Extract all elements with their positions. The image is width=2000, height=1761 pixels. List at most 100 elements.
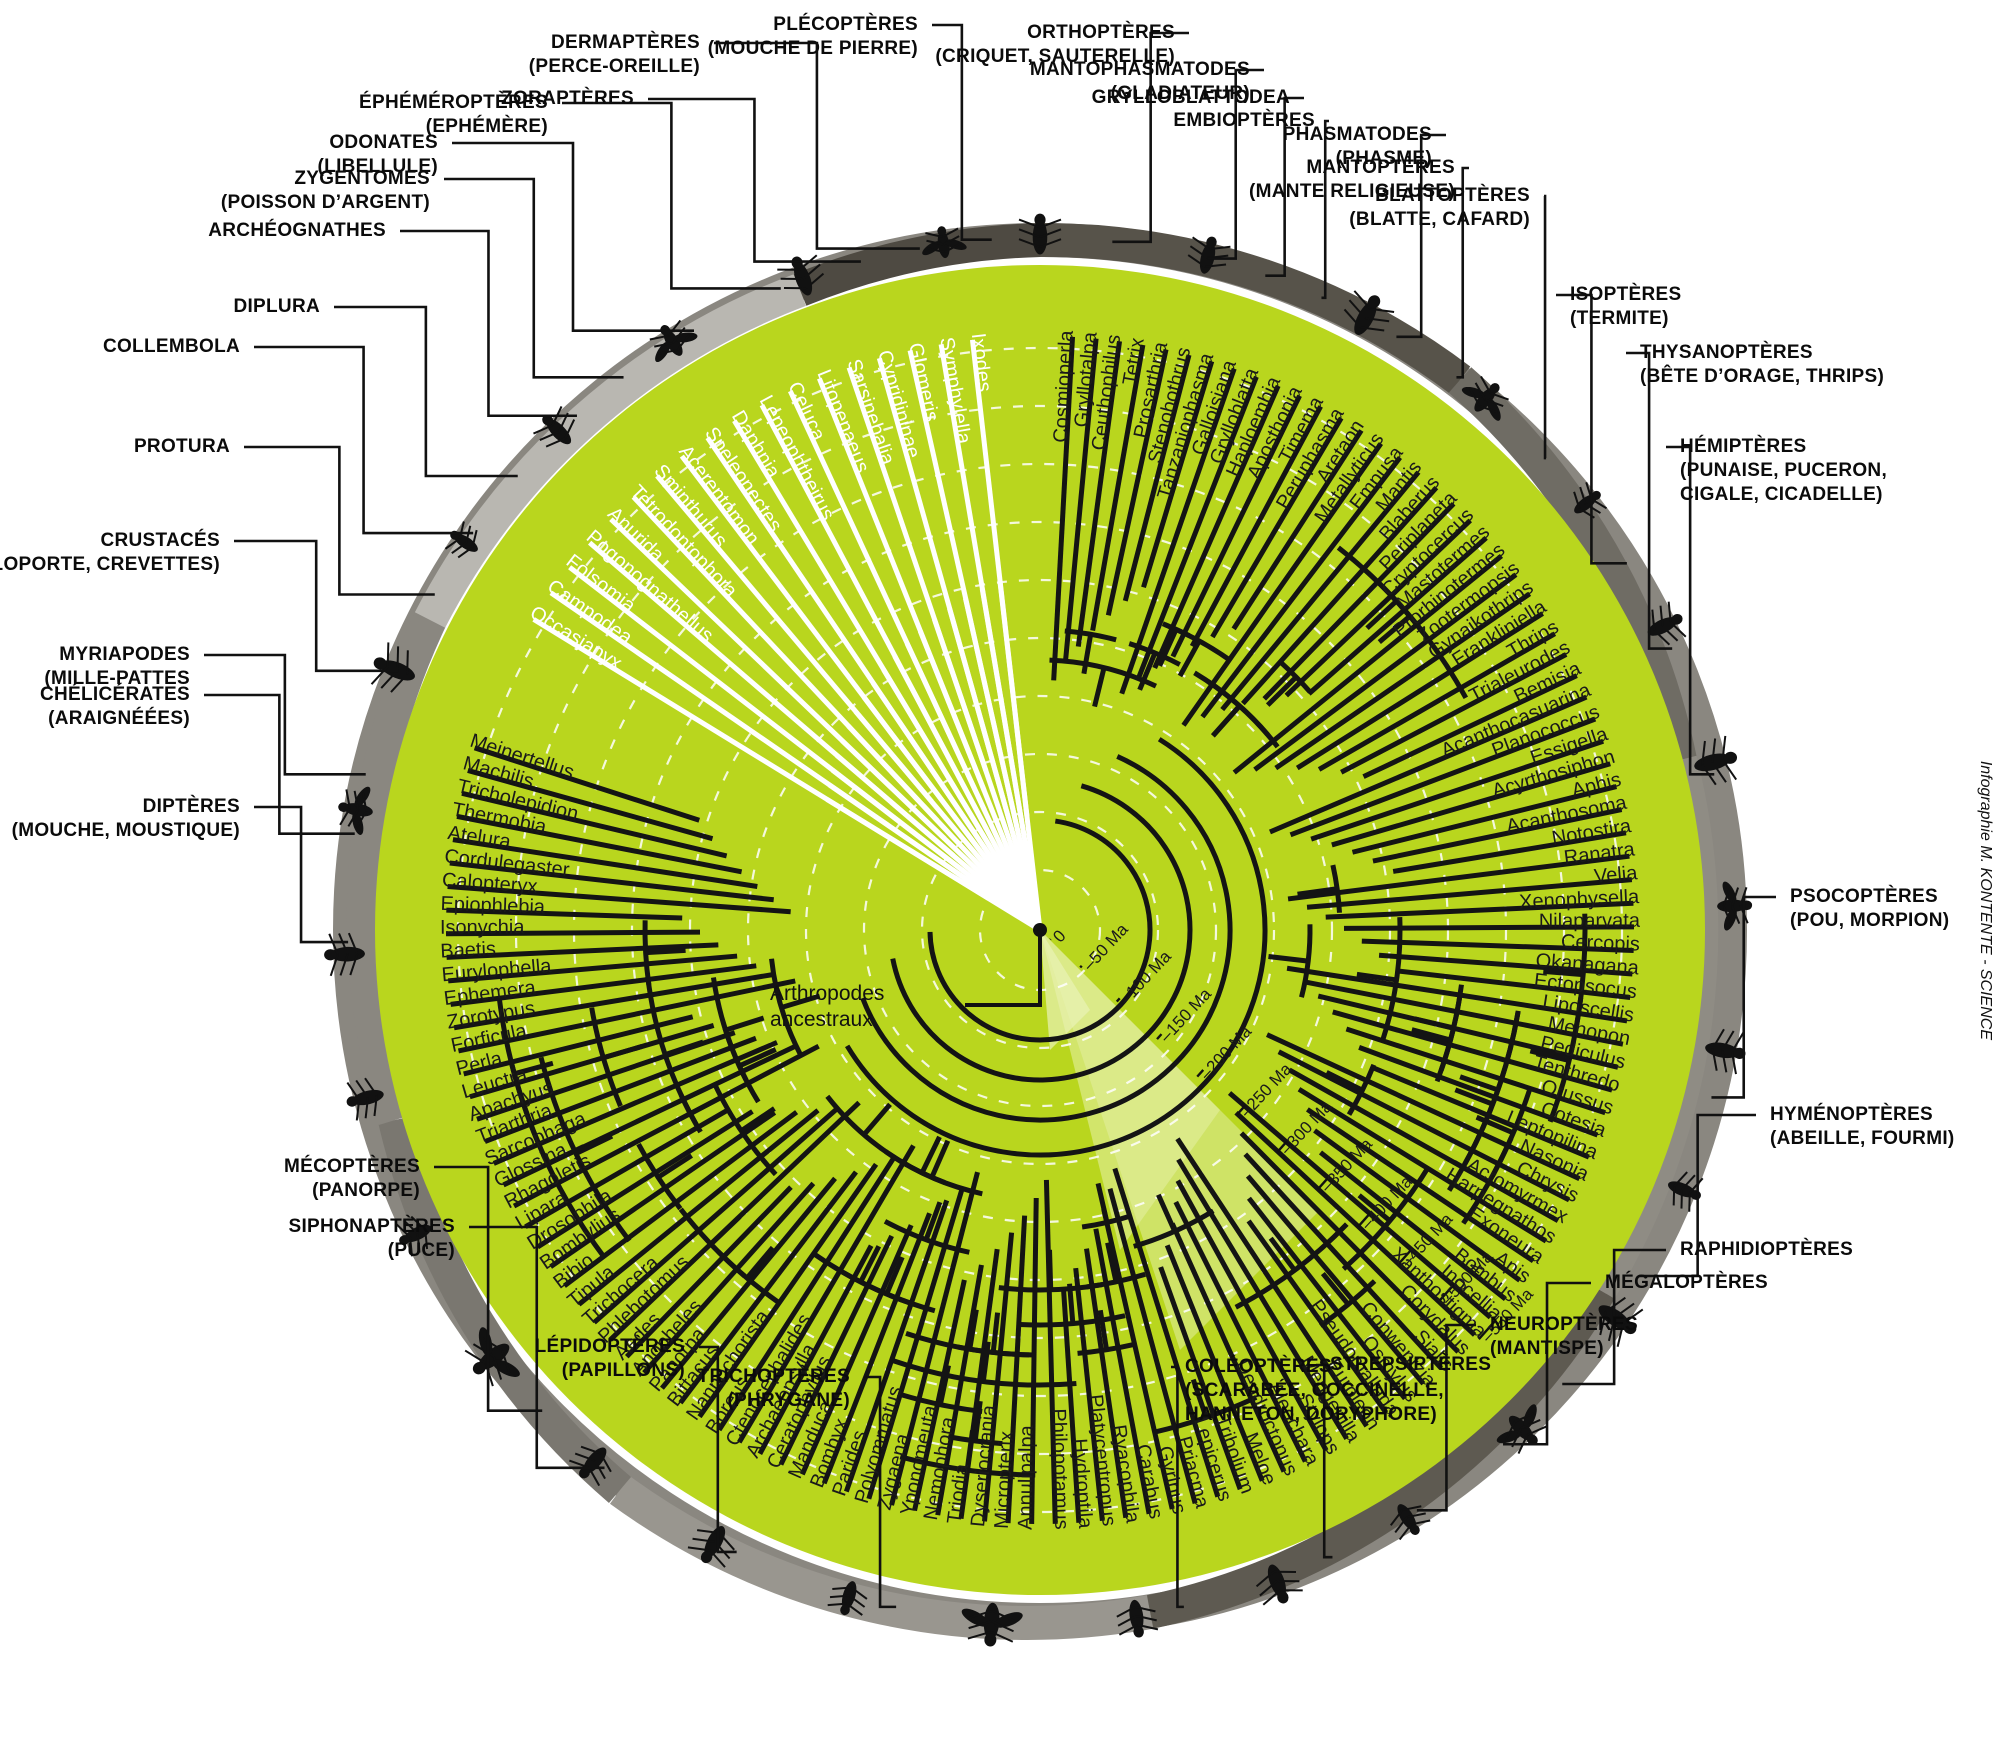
insect-silhouette [1116,1599,1159,1638]
leader-trichopteres [864,1375,897,1609]
clade-stem [656,1153,694,1180]
branch [1302,979,1624,1047]
leader-coleopteres [1171,1365,1184,1609]
time-tick [1437,1283,1455,1303]
branch [912,1279,967,1512]
branch [800,1224,914,1476]
time-tick [1156,1033,1163,1040]
time-tick [1397,1248,1413,1265]
clade-stem [745,1245,775,1280]
clade-stem [1377,614,1412,644]
clade-stem [709,1214,742,1247]
branch [446,942,719,960]
callout-thysanopteres-common: (BÊTE D’ORAGE, THRIPS) [1640,365,1884,387]
time-tick [1477,1319,1497,1340]
branch [1243,1152,1443,1370]
branch [1265,1032,1581,1181]
clade-arc [1318,1279,1377,1328]
branch [1345,1026,1606,1116]
root-label-line1: Arthropodes [770,982,884,1005]
callout-myriapodes-common: (MILLE-PATTES [44,668,190,689]
callout-zygentomes-common: (POISSON D’ARGENT) [221,192,430,213]
branch [1241,485,1439,706]
insect-silhouette [444,521,478,559]
branch [1378,952,1633,977]
callout-dipteres: DIPTÈRES [143,795,240,817]
leader-crustaces [234,539,399,673]
clade-arc [711,1081,778,1177]
clade-stem [980,1341,991,1382]
clade-stem [1325,1070,1364,1093]
clade-arc [898,1158,946,1185]
branch [1175,1137,1369,1428]
taxon-label: Nilaparvata [1539,910,1641,933]
time-gridlines [456,346,1624,1514]
leader-neuropteres [1416,1323,1476,1512]
backbone-arc [890,783,1193,1083]
taxon-label: Philopotamus [1047,1408,1072,1530]
callout-odonates: ODONATES [329,132,438,153]
basal-branch [979,588,1043,931]
branch [473,745,701,823]
callout-siphonapteres: SIPHONAPTÈRES [289,1215,456,1237]
branch [1361,938,1634,953]
leader-dipteres [254,805,349,944]
clade-stem [1320,1271,1351,1307]
branch [536,1109,754,1250]
branch [958,1248,1000,1520]
clade-arc [899,1454,1036,1478]
taxon-label: Cercopis [1561,931,1641,956]
clade-arc [769,958,803,1055]
clade-stem [1265,675,1298,707]
taxon-label: Velia [1593,862,1639,888]
callout-dipteres-common: (MOUCHE, MOUSTIQUE) [12,820,240,841]
branch [1189,405,1323,648]
callout-trichopteres: TRICHOPTÈRES [698,1365,850,1387]
leader-diplura [334,305,518,478]
time-tick [1276,1140,1288,1153]
clade-stem [1067,1283,1076,1324]
branch [1176,1158,1349,1441]
branch [1372,807,1623,864]
branch [697,1162,879,1419]
branch [1331,761,1611,848]
callout-hemipteres: HÉMIPTÈRES [1680,435,1807,457]
time-tick [1079,964,1083,969]
time-tick [1115,997,1121,1003]
clade-stem [1414,1016,1455,1031]
branch [678,1170,858,1405]
leader-zorapteres [648,97,861,263]
callout-embiopteres: EMBIOPTÈRES [1173,109,1315,131]
clade-stem [967,1309,979,1350]
insect-silhouette [1389,1504,1431,1541]
branch [821,1212,932,1485]
clade-stem [929,1139,951,1179]
clade-stem [1081,633,1094,675]
branch [778,1234,894,1466]
branch [1090,344,1146,632]
leader-hymenopteres [1639,1113,1756,1278]
callout-mantophasmatodes-common: (GLADIATEUR) [1111,83,1250,104]
branch [1084,1248,1129,1519]
branch [1232,554,1504,775]
leader-blattopteres [1543,194,1547,460]
callout-mantopteres: MANTOPTÈRES [1306,156,1455,178]
insect-silhouette [1496,1404,1547,1454]
backbone-arc [927,818,1153,1043]
backbone-arc [860,754,1233,1123]
basal-branch [947,607,1043,931]
clade-stem [1097,1309,1110,1351]
clade-stem [1095,1182,1110,1223]
branch [737,1144,916,1444]
branch [453,971,777,1031]
callout-ephemeropteres: ÉPHÉMÉROPTÈRES [359,91,548,113]
callout-trichopteres-common: (PHRYGANE) [727,1390,850,1411]
branch [469,1023,715,1100]
branch [1051,336,1076,681]
leader-dermapteres [714,41,920,250]
callout-labels: DERMAPTÈRES(PERCE-OREILLE)PLÉCOPTÈRES(MO… [0,13,1954,1425]
branch [461,790,728,859]
branch [1395,968,1631,1001]
callout-leaders [204,23,1776,1609]
